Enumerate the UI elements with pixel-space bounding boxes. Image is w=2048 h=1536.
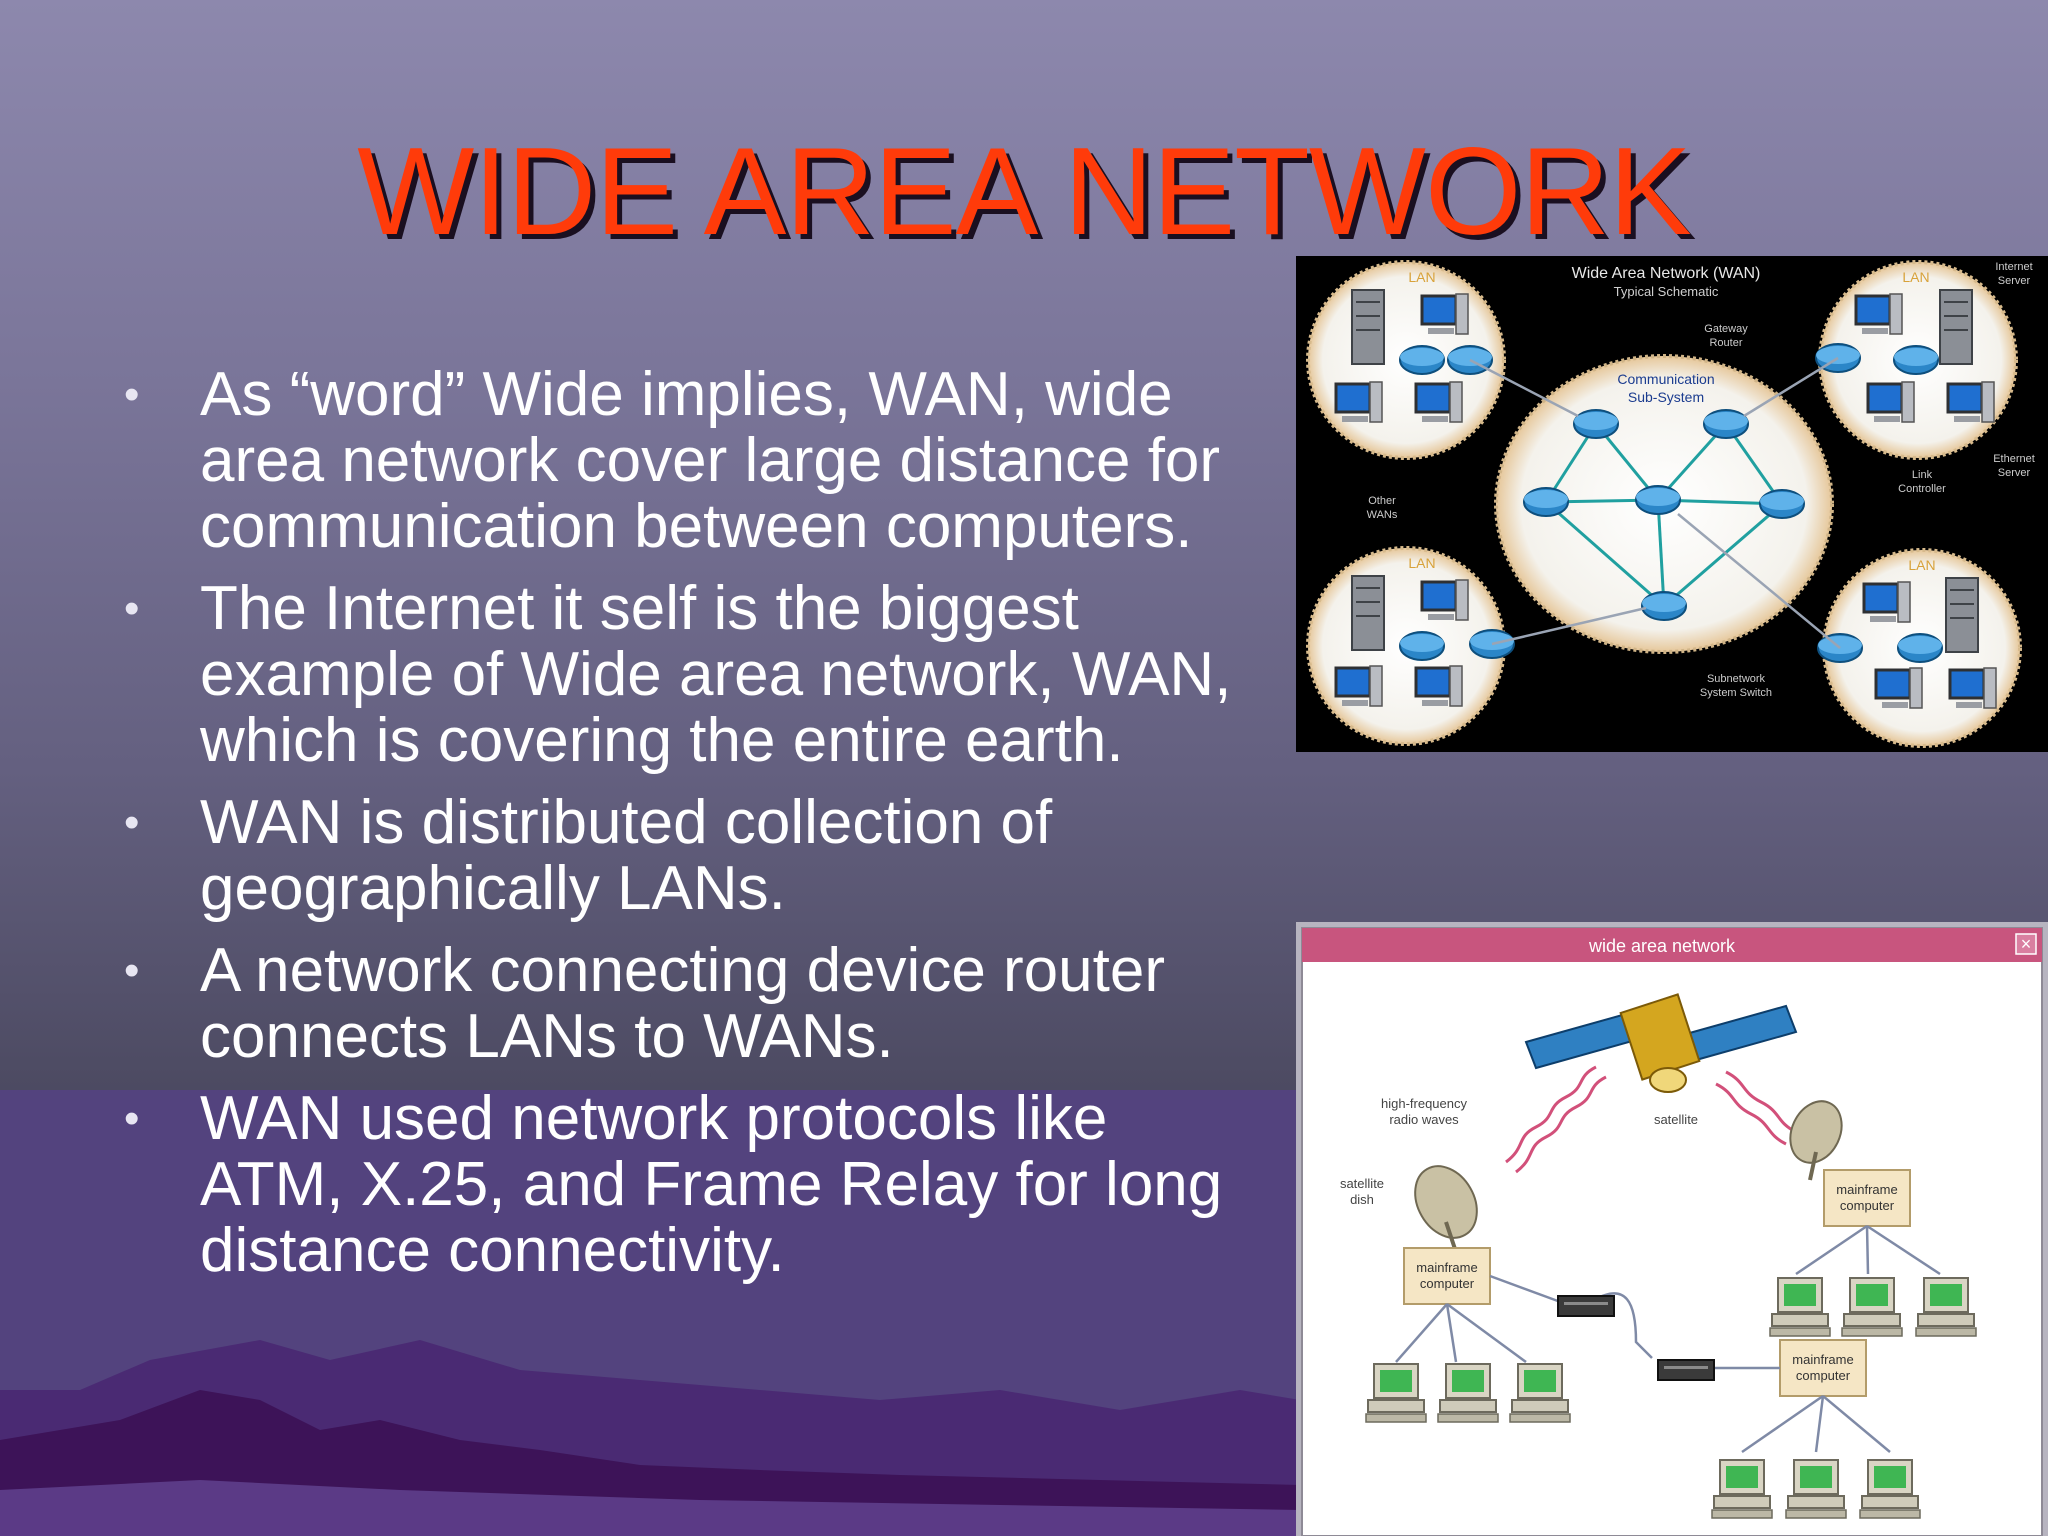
bullet-dot-icon: •	[124, 946, 140, 995]
subnetwork-label: System Switch	[1700, 687, 1772, 699]
svg-text:mainframe: mainframe	[1836, 1182, 1897, 1197]
internet-server-label: Server	[1998, 275, 2031, 287]
lan-label: LAN	[1408, 555, 1435, 571]
bullet-item: • WAN is distributed collection of geogra…	[120, 790, 1250, 922]
bullet-item: • The Internet it self is the biggest exa…	[120, 576, 1250, 774]
bullet-text: WAN used network protocols like ATM, X.2…	[200, 1084, 1223, 1285]
lan-top-right: LAN	[1815, 260, 2018, 460]
bullet-dot-icon: •	[124, 1094, 140, 1143]
internet-server-label: Internet	[1995, 261, 2032, 273]
wan-satellite-figure: wide area network × satellite high-frequ…	[1296, 922, 2048, 1536]
satellite-label: satellite	[1654, 1112, 1698, 1127]
other-wans-label: WANs	[1367, 509, 1398, 521]
satellite-dish-icon	[1789, 1100, 1843, 1181]
bullet-item: • WAN used network protocols like ATM, X.…	[120, 1086, 1250, 1284]
link-controller-label: Controller	[1898, 483, 1946, 495]
svg-text:computer: computer	[1840, 1198, 1895, 1213]
mainframe-box: mainframe computer	[1779, 1339, 1867, 1397]
window-titlebar	[1302, 928, 2042, 962]
bullet-dot-icon: •	[124, 798, 140, 847]
bullet-text: As “word” Wide implies, WAN, wide area n…	[200, 360, 1221, 561]
gateway-label: Router	[1709, 337, 1742, 349]
svg-text:computer: computer	[1420, 1276, 1475, 1291]
ethernet-server-label: Ethernet	[1993, 453, 2035, 465]
bullet-list: • As “word” Wide implies, WAN, wide area …	[120, 362, 1250, 1300]
bullet-dot-icon: •	[124, 370, 140, 419]
wan-schematic-figure: Wide Area Network (WAN) Typical Schemati…	[1296, 256, 2048, 752]
lan-label: LAN	[1902, 269, 1929, 285]
dish-label: satellite	[1340, 1176, 1384, 1191]
hub-label: Sub-System	[1628, 389, 1704, 405]
satellite-icon	[1524, 993, 1798, 1093]
bullet-text: WAN is distributed collection of geograp…	[200, 788, 1053, 923]
lan-label: LAN	[1408, 269, 1435, 285]
mainframe-box: mainframe computer	[1403, 1247, 1491, 1305]
bullet-item: • A network connecting device router conn…	[120, 938, 1250, 1070]
mainframe-box: mainframe computer	[1823, 1169, 1911, 1227]
radio-waves-label: high-frequency	[1381, 1096, 1467, 1111]
bullet-text: The Internet it self is the biggest exam…	[200, 574, 1232, 775]
radio-waves-label: radio waves	[1389, 1112, 1459, 1127]
svg-text:computer: computer	[1796, 1368, 1851, 1383]
window-close-button[interactable]: ×	[2015, 933, 2037, 955]
gateway-label: Gateway	[1704, 323, 1748, 335]
lan-label: LAN	[1908, 557, 1935, 573]
dish-label: dish	[1350, 1192, 1374, 1207]
other-wans-label: Other	[1368, 495, 1396, 507]
svg-text:mainframe: mainframe	[1416, 1260, 1477, 1275]
schematic-title: Wide Area Network (WAN)	[1572, 265, 1761, 282]
lan-bottom-right: LAN	[1817, 548, 2022, 748]
lan-top-left: LAN	[1306, 260, 1506, 460]
slide-title: WIDE AREA NETWORK	[357, 123, 1691, 261]
svg-text:mainframe: mainframe	[1792, 1352, 1853, 1367]
subnetwork-label: Subnetwork	[1707, 673, 1766, 685]
window-title: wide area network	[1588, 936, 1736, 956]
lan-bottom-left: LAN	[1306, 546, 1515, 746]
bullet-text: A network connecting device router conne…	[200, 936, 1165, 1071]
schematic-subtitle: Typical Schematic	[1614, 284, 1719, 299]
bullet-item: • As “word” Wide implies, WAN, wide area …	[120, 362, 1250, 560]
bullet-dot-icon: •	[124, 584, 140, 633]
hub-label: Communication	[1617, 371, 1714, 387]
link-controller-label: Link	[1912, 469, 1933, 481]
close-icon: ×	[2021, 934, 2032, 954]
ethernet-server-label: Server	[1998, 467, 2031, 479]
